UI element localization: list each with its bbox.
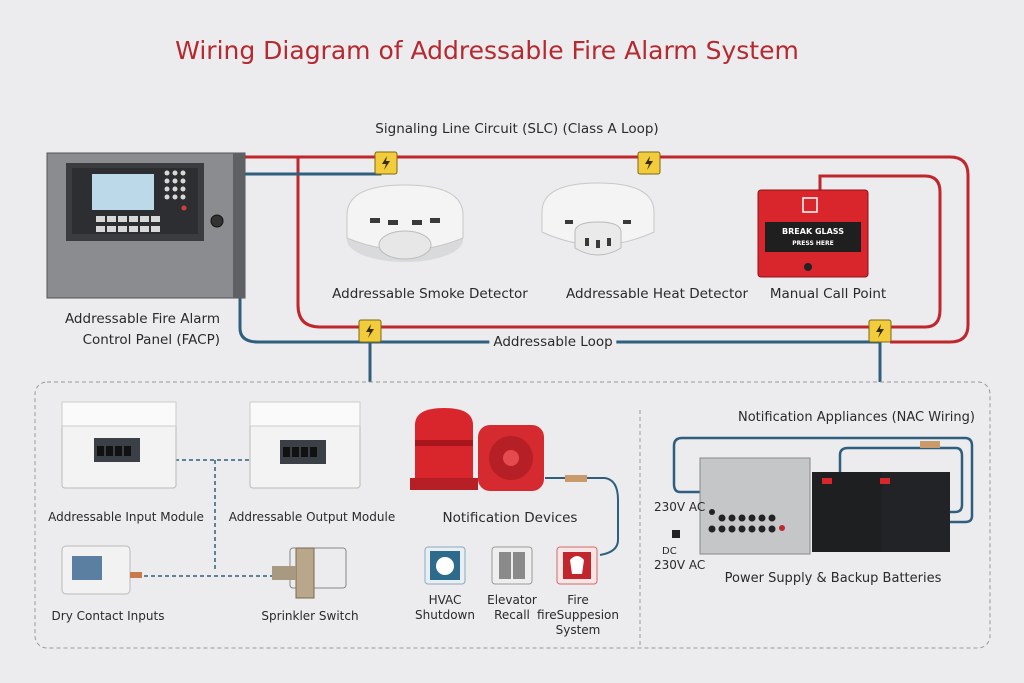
- nac-wiring-label: Notification Appliances (NAC Wiring): [738, 410, 975, 425]
- notification-wire: [545, 477, 619, 556]
- junction-boxes: [358, 151, 892, 343]
- heat-detector-label: Addressable Heat Detector: [565, 286, 749, 302]
- battery-wire: [838, 446, 964, 514]
- strobe-beacon: [410, 408, 478, 490]
- fan-icon: [424, 546, 466, 585]
- junction-box-icon: [358, 319, 382, 343]
- dry-contact-module: [61, 545, 142, 595]
- fire-suppression-icon: [556, 546, 598, 585]
- junction-box-icon: [374, 151, 398, 175]
- manual-call-point: [757, 189, 869, 278]
- loop-blue-bottom: [238, 298, 882, 382]
- junction-box-icon: [637, 151, 661, 175]
- slc-label: Signaling Line Circuit (SLC) (Class A Lo…: [375, 121, 659, 137]
- nac-wire: [672, 436, 974, 524]
- output-module: [249, 401, 361, 489]
- input-module-label: Addressable Input Module: [48, 510, 204, 524]
- junction-box-icon: [868, 319, 892, 343]
- elevator-icon: [491, 546, 533, 585]
- press-here-text: PRESS HERE: [792, 240, 834, 247]
- panel-label-line1: Addressable Fire Alarm: [64, 311, 220, 327]
- addressable-loop-label: Addressable Loop: [489, 334, 617, 350]
- power-supply-label: Power Supply & Backup Batteries: [724, 571, 942, 586]
- dry-contact-label: Dry Contact Inputs: [51, 609, 165, 623]
- break-glass-text: BREAK GLASS: [782, 227, 844, 236]
- slc-red-outer: [240, 155, 970, 344]
- input-module: [61, 401, 177, 489]
- sprinkler-switch: [272, 547, 347, 599]
- sprinkler-switch-label: Sprinkler Switch: [261, 609, 359, 623]
- dc-label: DC: [662, 546, 677, 557]
- smoke-detector-label: Addressable Smoke Detector: [332, 286, 528, 302]
- ac-input-label-bottom: 230V AC: [654, 558, 706, 572]
- notification-devices-label: Notification Devices: [442, 510, 578, 526]
- loop-blue-top: [240, 160, 382, 176]
- smoke-detector: [346, 184, 464, 262]
- slc-red-inner: [296, 157, 942, 329]
- output-module-label: Addressable Output Module: [228, 510, 396, 524]
- diagram-title: Wiring Diagram of Addressable Fire Alarm…: [175, 36, 799, 65]
- heat-detector: [541, 182, 655, 256]
- field-devices-frame: [34, 381, 991, 649]
- control-icons: [424, 546, 598, 585]
- fire-alarm-control-panel: [46, 152, 246, 299]
- manual-call-point-label: Manual Call Point: [769, 286, 887, 302]
- sounder: [478, 425, 587, 491]
- panel-label-line2: Control Panel (FACP): [82, 332, 220, 348]
- power-supply: [672, 457, 811, 555]
- ac-input-label-top: 230V AC: [654, 500, 706, 514]
- module-link: [130, 459, 285, 577]
- backup-batteries: [812, 441, 950, 552]
